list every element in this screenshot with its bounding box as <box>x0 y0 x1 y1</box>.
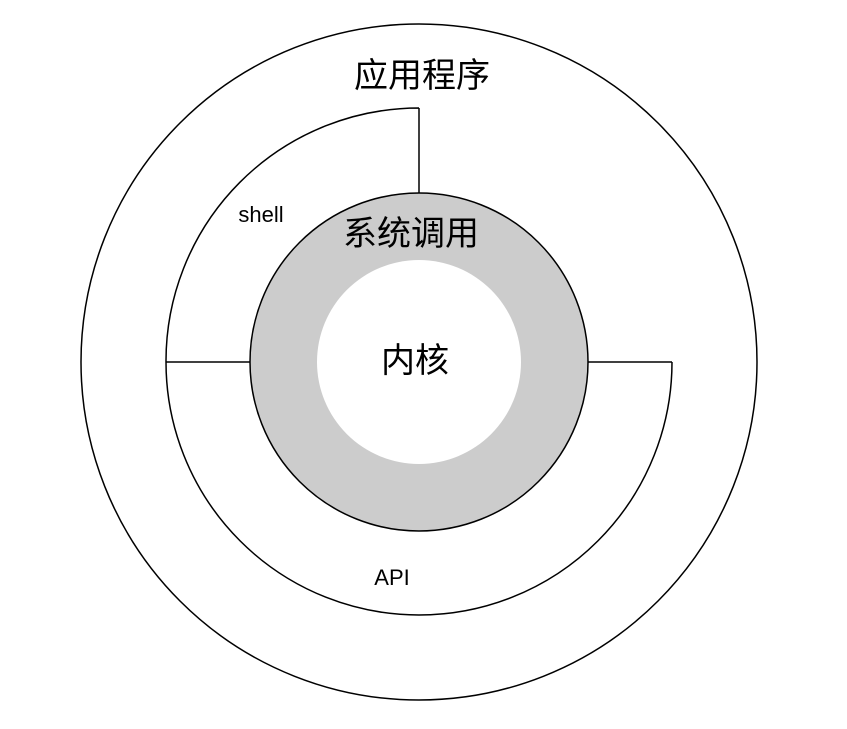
shell-label: shell <box>238 202 283 227</box>
shell-api-ring-outline <box>165 107 673 616</box>
api-label: API <box>374 565 409 590</box>
kernel-core <box>317 260 521 464</box>
system-call-label: 系统调用 <box>343 214 479 254</box>
kernel-label: 内核 <box>381 341 449 381</box>
application-ring <box>80 23 758 701</box>
application-label: 应用程序 <box>354 56 490 96</box>
